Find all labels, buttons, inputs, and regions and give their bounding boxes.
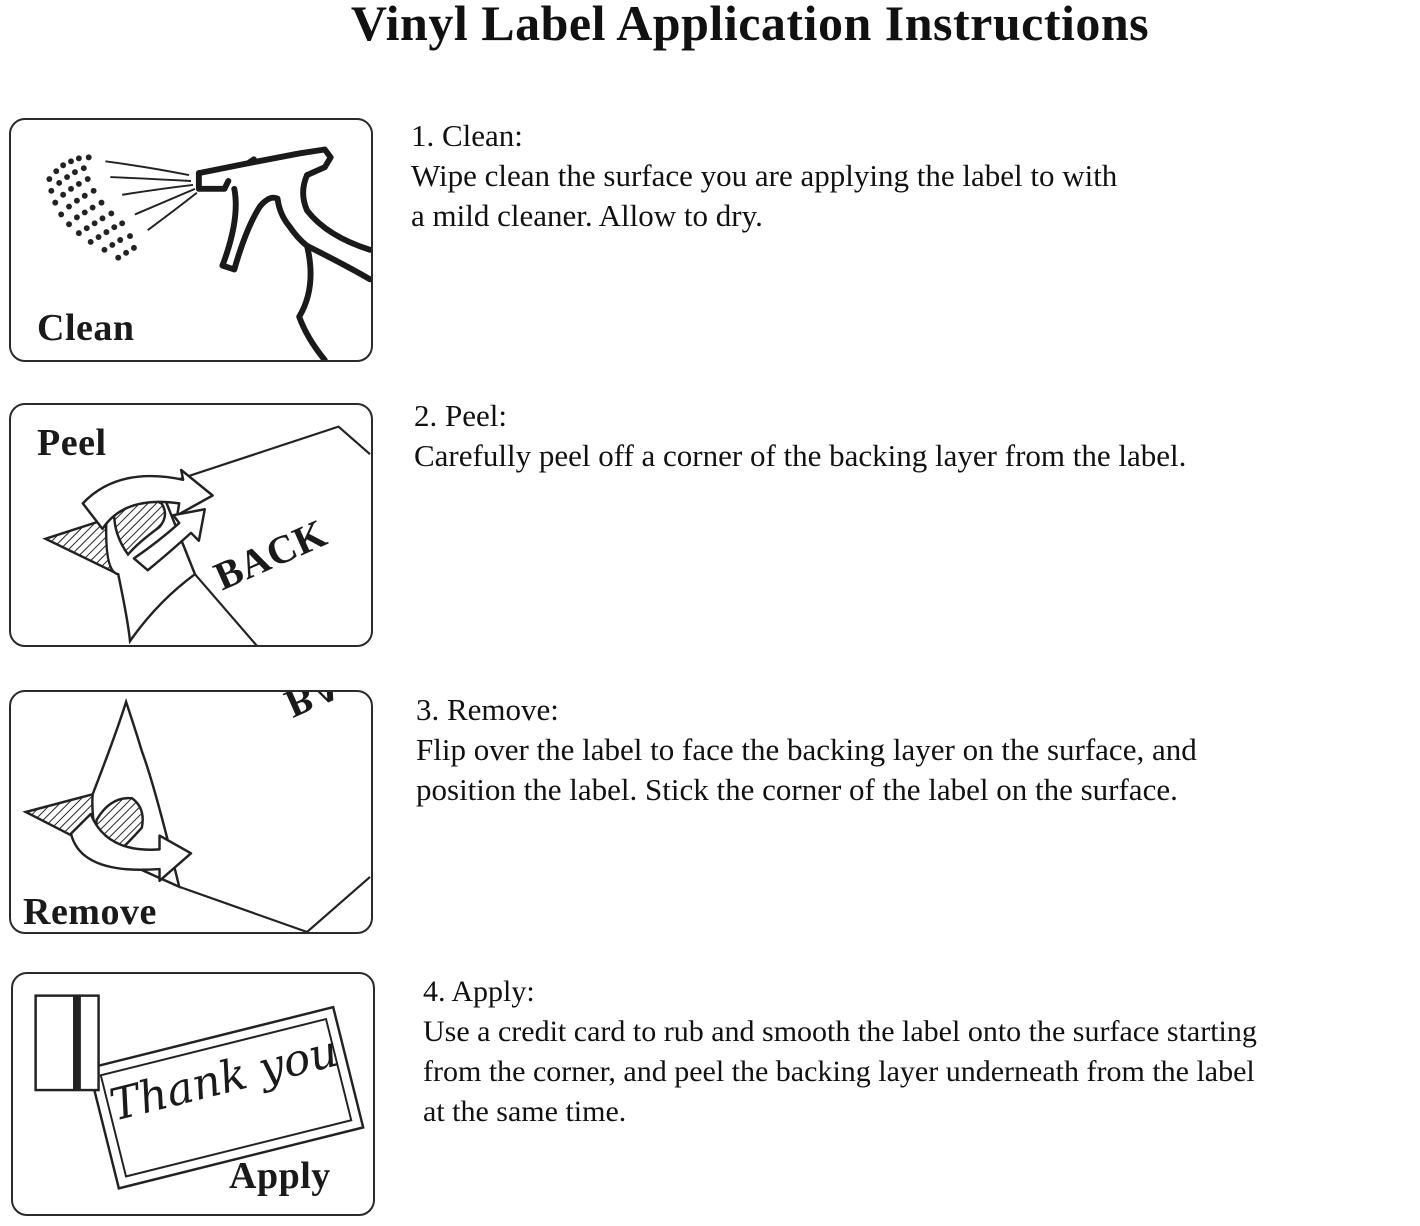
remove-label: Remove — [23, 891, 157, 933]
step-1-text: 1. Clean: Wipe clean the surface you are… — [411, 116, 1117, 236]
spray-bottle-icon — [46, 146, 371, 360]
page-title: Vinyl Label Application Instructions — [350, 0, 1150, 51]
remove-panel: BACK Remove — [9, 690, 373, 934]
step-4-text: 4. Apply: Use a credit card to rub and s… — [423, 972, 1257, 1132]
clean-label: Clean — [37, 307, 135, 349]
step-4-heading: 4. Apply: — [423, 975, 535, 1008]
step-1-line-1: Wipe clean the surface you are applying … — [411, 158, 1118, 193]
step-2-text: 2. Peel: Carefully peel off a corner of … — [414, 396, 1186, 476]
step-4-line-3: at the same time. — [423, 1095, 627, 1128]
step-1-line-2: a mild cleaner. Allow to dry. — [411, 198, 763, 233]
step-2-line-1: Carefully peel off a corner of the backi… — [414, 438, 1187, 473]
step-3-heading: 3. Remove: — [416, 692, 559, 727]
apply-panel: Thank you Apply — [11, 972, 375, 1216]
step-3-text: 3. Remove: Flip over the label to face t… — [416, 690, 1197, 810]
step-4-line-2: from the corner, and peel the backing la… — [423, 1055, 1255, 1088]
peel-label: Peel — [37, 422, 107, 464]
peel-panel: Peel BACK — [9, 403, 373, 647]
peel-corner-icon — [42, 425, 371, 645]
step-4-line-1: Use a credit card to rub and smooth the … — [423, 1015, 1257, 1048]
flip-label-icon — [22, 697, 371, 932]
step-3-line-1: Flip over the label to face the backing … — [416, 732, 1197, 767]
step-3-line-2: position the label. Stick the corner of … — [416, 772, 1178, 807]
clean-panel: Clean — [9, 118, 373, 362]
credit-card-icon — [34, 994, 365, 1190]
step-2-heading: 2. Peel: — [414, 398, 507, 433]
apply-label: Apply — [229, 1155, 331, 1197]
step-1-heading: 1. Clean: — [411, 118, 523, 153]
